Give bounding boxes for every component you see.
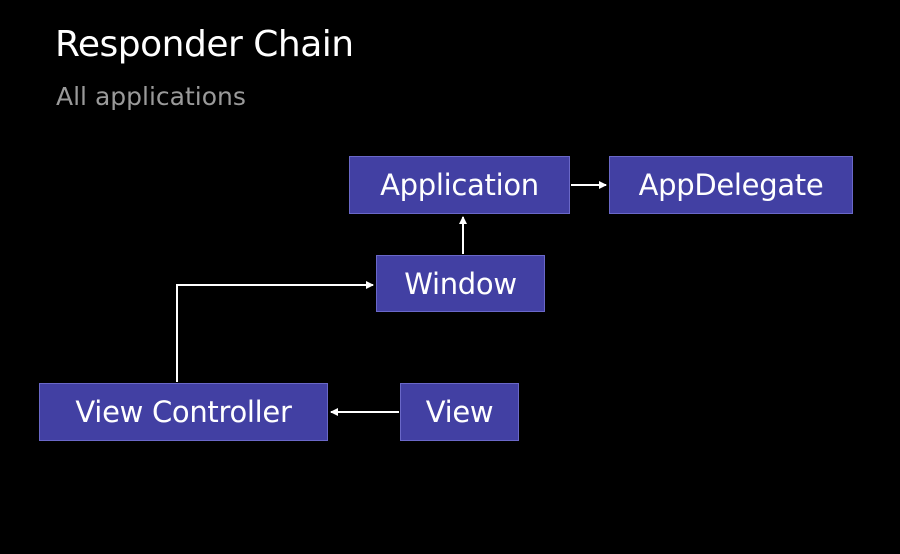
node-window: Window bbox=[376, 255, 545, 312]
slide-title: Responder Chain bbox=[55, 24, 354, 65]
node-appdelegate: AppDelegate bbox=[609, 156, 853, 214]
node-view-controller: View Controller bbox=[39, 383, 328, 441]
slide-subtitle: All applications bbox=[56, 82, 246, 111]
node-application: Application bbox=[349, 156, 570, 214]
node-view: View bbox=[400, 383, 519, 441]
arrow-view-controller-to-window bbox=[176, 281, 374, 382]
